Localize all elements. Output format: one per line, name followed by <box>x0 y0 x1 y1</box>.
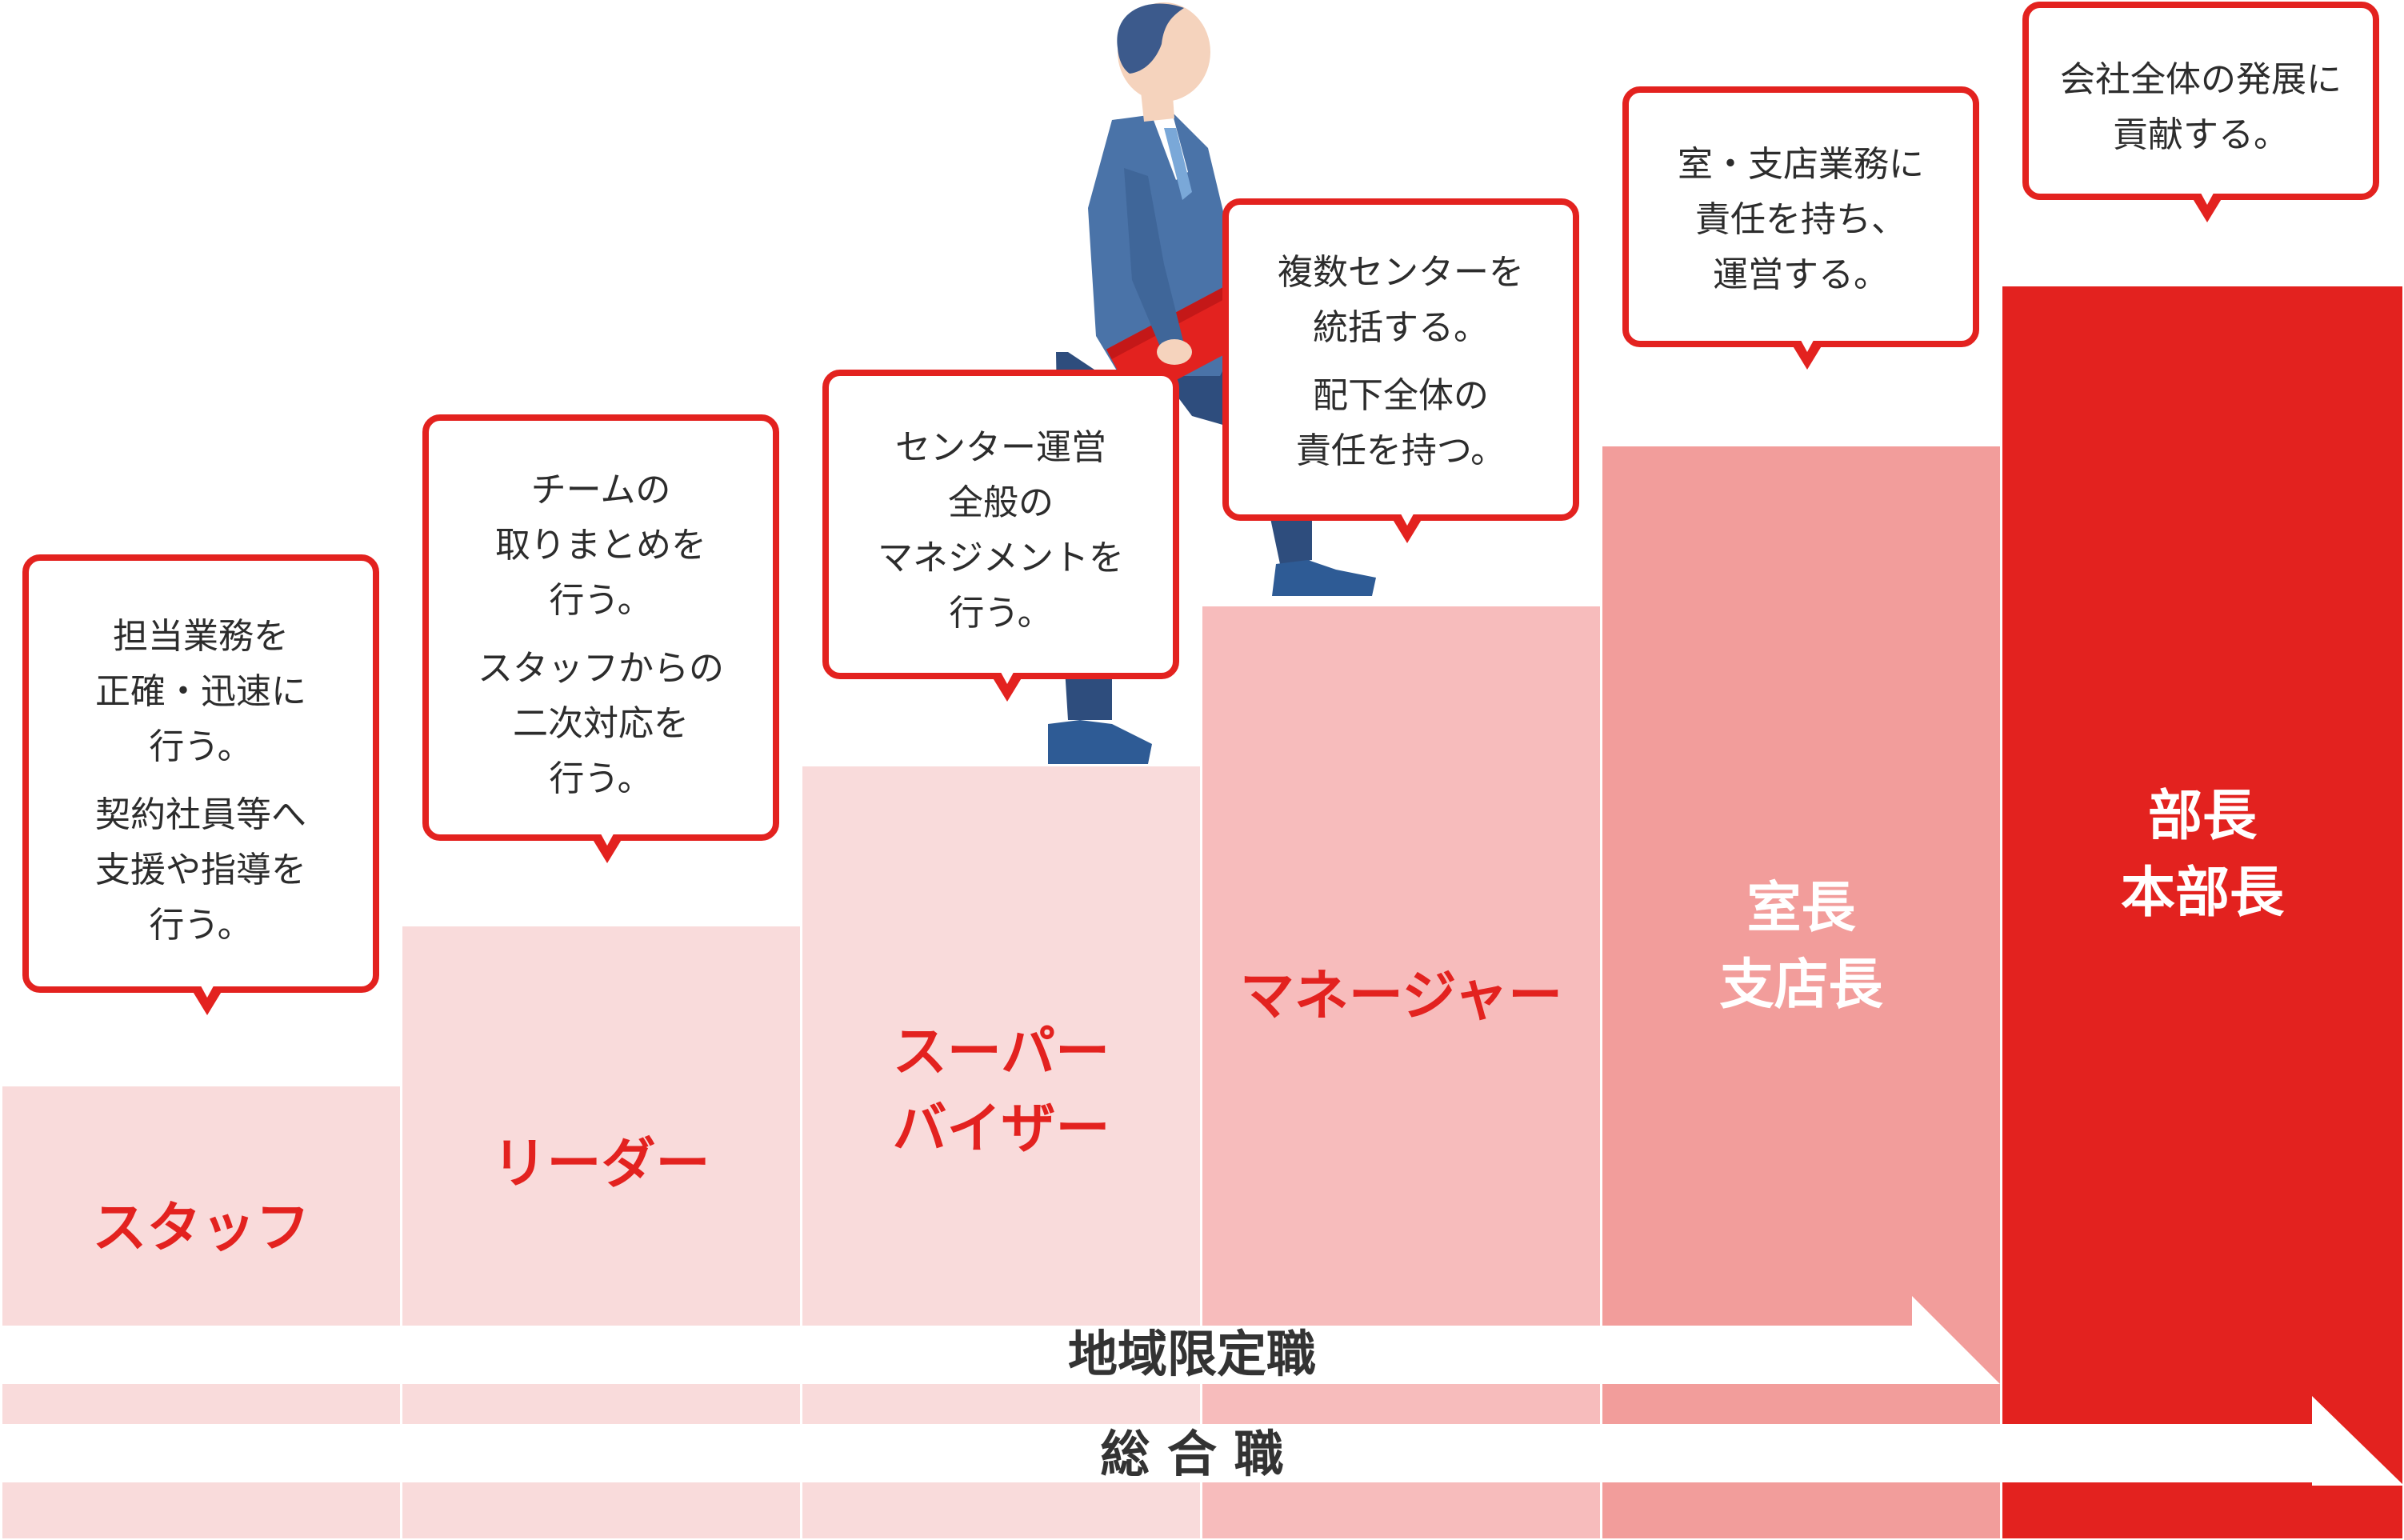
step-title-leader: リーダー <box>492 1133 710 1196</box>
step-title-supervisor: スーパー バイザー <box>892 1021 1110 1161</box>
regional-track-label: 地域限定職 <box>1067 1325 1316 1383</box>
bubble-manager-text-2: 配下全体の 責任を持つ。 <box>1295 375 1506 471</box>
bubble-tail <box>190 980 225 1015</box>
bubble-general-manager-text-1: 会社全体の発展に 貢献する。 <box>2060 59 2342 155</box>
bubble-tail <box>1390 508 1425 543</box>
step-title-general-manager: 部長 本部長 <box>2120 785 2284 925</box>
bubble-tail <box>590 828 625 863</box>
bubble-manager-text-1: 複数センターを 統括する。 <box>1278 252 1524 348</box>
bubble-branch-manager: 室・支店業務に 責任を持ち、 運営する。 <box>1622 86 1979 370</box>
step-supervisor: スーパー バイザー <box>802 766 1200 1538</box>
bubble-branch-manager-text-1: 室・支店業務に 責任を持ち、 運営する。 <box>1678 144 1924 295</box>
bubble-leader: チームの 取りまとめを 行う。 スタッフからの 二次対応を 行う。 <box>422 414 779 863</box>
bubble-staff-text-2: 契約社員等へ 支援や指導を 行う。 <box>95 794 306 946</box>
regional-track-arrow <box>0 1296 2000 1384</box>
bubble-leader-text-1: チームの 取りまとめを 行う。 <box>495 470 706 621</box>
step-title-staff: スタッフ <box>92 1197 310 1260</box>
bubble-general-manager: 会社全体の発展に 貢献する。 <box>2022 2 2379 222</box>
bubble-supervisor-text-1: センター運営 全般の マネジメントを 行う。 <box>878 427 1124 634</box>
bubble-staff-text-1: 担当業務を 正確・迅速に 行う。 <box>95 616 306 767</box>
bubble-staff: 担当業務を 正確・迅速に 行う。 契約社員等へ 支援や指導を 行う。 <box>22 554 379 1015</box>
bubble-tail <box>1790 334 1825 370</box>
step-title-manager: マネージャー <box>1239 965 1563 1028</box>
bubble-manager: 複数センターを 統括する。 配下全体の 責任を持つ。 <box>1222 198 1579 543</box>
general-track-arrow <box>0 1396 2404 1486</box>
step-general-manager: 部長 本部長 <box>2002 286 2402 1538</box>
bubble-tail <box>2190 187 2225 222</box>
step-title-branch-manager: 室長 支店長 <box>1719 877 1883 1017</box>
bubble-supervisor: センター運営 全般の マネジメントを 行う。 <box>822 370 1179 702</box>
bubble-tail <box>990 666 1025 702</box>
general-track-label: 総 合 職 <box>1100 1425 1284 1483</box>
bubble-leader-text-2: スタッフからの 二次対応を 行う。 <box>478 648 724 799</box>
